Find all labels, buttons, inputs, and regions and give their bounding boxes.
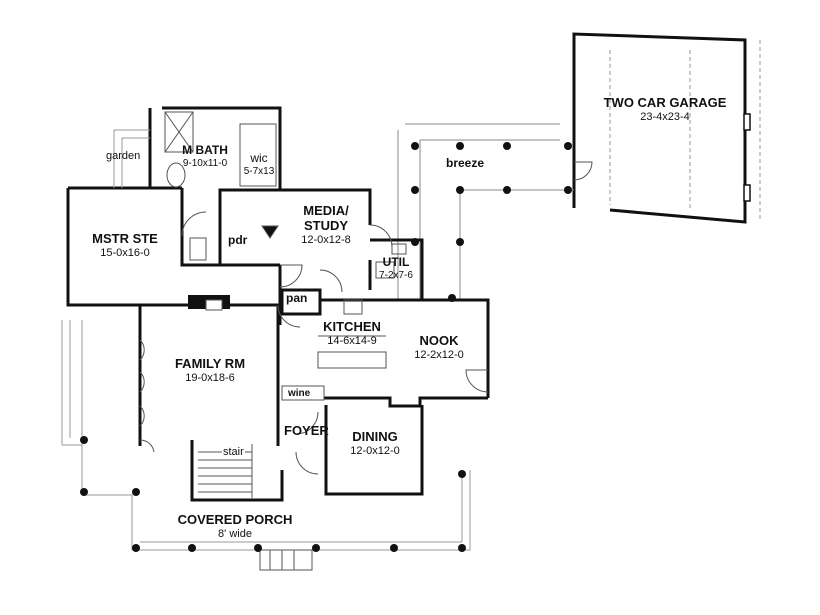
kitchen-dim: 14-6x14-9 <box>327 334 377 347</box>
media-dim: 12-0x12-8 <box>301 233 351 246</box>
room-garage: TWO CAR GARAGE 23-4x23-4 <box>600 95 730 124</box>
dining-name: DINING <box>352 429 398 444</box>
foyer-label: FOYER <box>284 423 329 438</box>
garage-walls <box>572 32 747 224</box>
mstr-dim: 15-0x16-0 <box>100 246 150 259</box>
pdr-label: pdr <box>228 233 248 247</box>
util-name: UTIL <box>382 255 410 269</box>
family-dim: 19-0x18-6 <box>185 371 235 384</box>
dining-dim: 12-0x12-0 <box>350 444 400 457</box>
pan-label: pan <box>286 291 308 305</box>
media-name: MEDIA/ <box>303 203 349 218</box>
main-details <box>139 299 489 475</box>
mbath-dim: 9-10x11-0 <box>182 157 228 169</box>
breeze-label: breeze <box>446 156 485 170</box>
garage-door-swing <box>573 161 593 181</box>
room-family: FAMILY RM 19-0x18-6 <box>168 356 252 385</box>
stair-label: stair <box>222 446 245 459</box>
room-wic: wic 5-7x13 <box>240 151 278 177</box>
wine-label: wine <box>288 388 311 399</box>
porch-rails <box>61 320 471 551</box>
room-dining: DINING 12-0x12-0 <box>340 429 410 458</box>
family-name: FAMILY RM <box>174 356 246 371</box>
porch-dim: 8' wide <box>218 527 252 540</box>
room-mstr: MSTR STE 15-0x16-0 <box>80 231 170 260</box>
media-walls <box>278 188 424 325</box>
wic-dim: 5-7x13 <box>243 165 275 177</box>
room-media: MEDIA/ STUDY 12-0x12-8 <box>286 203 366 247</box>
media-name2: STUDY <box>303 217 349 233</box>
kitchen-name: KITCHEN <box>323 319 381 334</box>
media-details <box>261 224 407 293</box>
room-kitchen: KITCHEN 14-6x14-9 <box>314 319 390 348</box>
nook-name: NOOK <box>419 333 459 348</box>
garage-name: TWO CAR GARAGE <box>603 95 727 110</box>
breeze-walkway <box>397 123 574 300</box>
room-nook: NOOK 12-2x12-0 <box>404 333 474 362</box>
util-dim: 7-2x7-6 <box>379 269 413 281</box>
mstr-name: MSTR STE <box>92 231 158 246</box>
garden-label: garden <box>106 150 141 162</box>
garden-fence <box>113 129 150 188</box>
wic-name: wic <box>250 151 268 165</box>
garage-door-stub <box>743 184 751 202</box>
room-porch: COVERED PORCH 8' wide <box>170 512 300 541</box>
main-walls <box>138 290 490 502</box>
porch-steps <box>259 549 313 571</box>
porch-step-lines <box>269 550 295 570</box>
master-fixtures <box>164 111 277 261</box>
master-walls <box>66 106 282 307</box>
mbath-name: M BATH <box>182 143 228 157</box>
room-mbath: M BATH 9-10x11-0 <box>174 143 236 169</box>
garage-door-stub <box>743 113 751 131</box>
porch-name: COVERED PORCH <box>177 512 293 527</box>
garage-dim: 23-4x23-4 <box>640 110 690 123</box>
stair-treads <box>198 444 253 498</box>
columns <box>80 142 572 552</box>
garage-door-lines <box>609 40 761 222</box>
room-util: UTIL 7-2x7-6 <box>372 255 420 281</box>
nook-dim: 12-2x12-0 <box>414 348 464 361</box>
